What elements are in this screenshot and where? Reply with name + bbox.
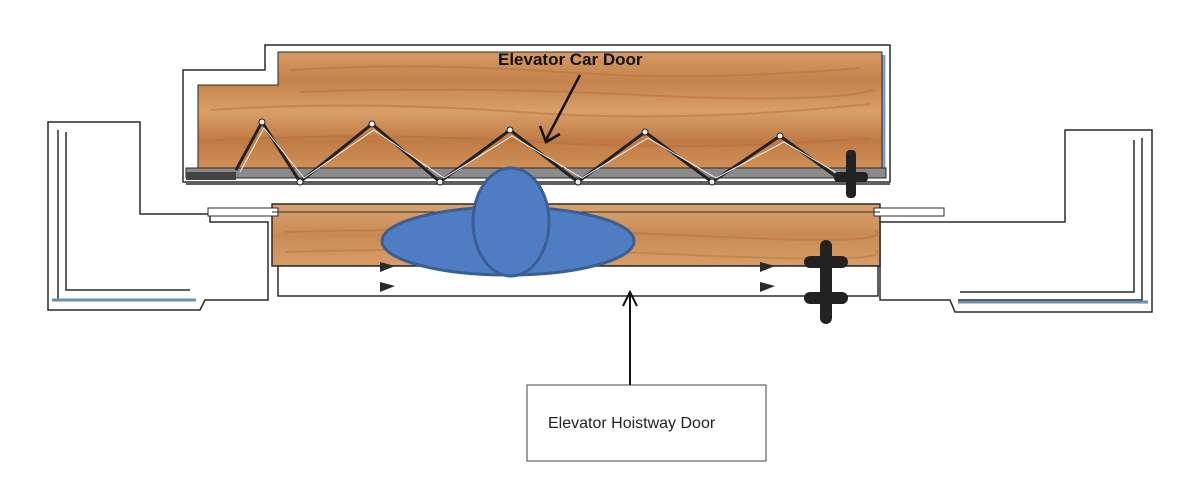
car-door-handle-icon (834, 150, 868, 198)
collapsible-gate (234, 118, 843, 186)
hoistway-door-handle-icon (804, 240, 848, 324)
hoistway-door-label: Elevator Hoistway Door (548, 415, 716, 432)
trapped-person-figure (380, 166, 636, 278)
car-door-enclosure (182, 44, 891, 185)
left-hoistway-frame (47, 121, 269, 311)
right-hoistway-frame (879, 129, 1153, 313)
hoistway-label-box: Elevator Hoistway Door (526, 384, 767, 462)
car-door-arrow-icon (538, 74, 582, 144)
hoistway-door-arrow-icon (622, 289, 638, 385)
car-door-label: Elevator Car Door (498, 50, 643, 69)
